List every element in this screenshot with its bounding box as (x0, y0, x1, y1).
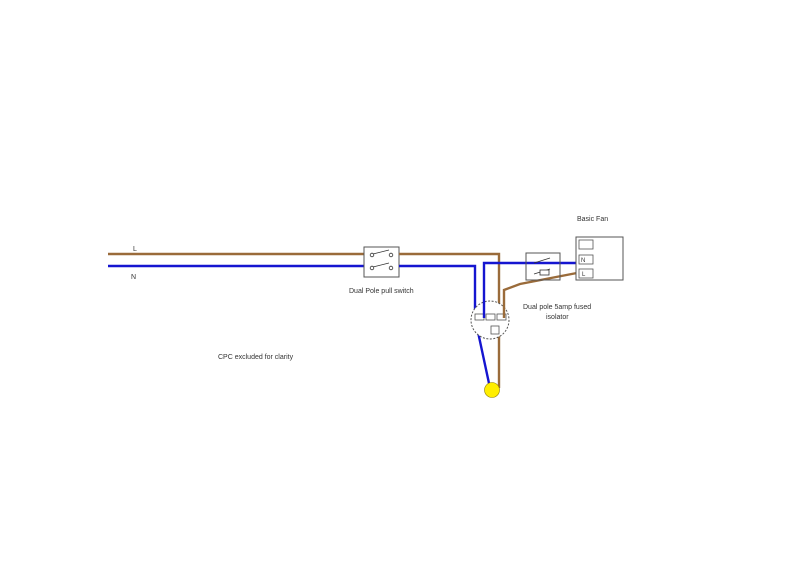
live-label: L (133, 246, 137, 253)
ceiling-rose (470, 300, 510, 340)
pull-switch (363, 246, 400, 278)
fused-isolator (525, 252, 561, 281)
fan-terminal-n-label: N (581, 258, 585, 264)
rose-terminal-3 (496, 313, 507, 321)
lamp-icon (484, 382, 500, 398)
isolator-label-line1: Dual pole 5amp fused (523, 304, 591, 311)
fan-terminal-l-label: L (582, 272, 586, 278)
rose-terminal-4 (490, 325, 500, 335)
switched-neutral-wire (399, 264, 492, 389)
isolator-box (525, 252, 561, 281)
cpc-note: CPC excluded for clarity (218, 354, 294, 361)
isolator-fuse (539, 269, 550, 276)
neutral-label: N (131, 274, 136, 281)
fan-live-wire (502, 270, 583, 318)
basic-fan (575, 236, 624, 281)
fan-terminal-l (578, 268, 594, 279)
rose-terminal-2 (485, 313, 496, 321)
isolator-label-line2: isolator (546, 314, 569, 321)
fan-neutral-wire (482, 261, 582, 318)
fan-terminal-earth (578, 239, 594, 250)
switched-live-wire (399, 252, 501, 388)
rose-terminal-1 (474, 313, 485, 321)
pull-switch-label: Dual Pole pull switch (349, 288, 414, 295)
fan-terminal-n (578, 254, 594, 265)
fan-label: Basic Fan (577, 216, 608, 223)
